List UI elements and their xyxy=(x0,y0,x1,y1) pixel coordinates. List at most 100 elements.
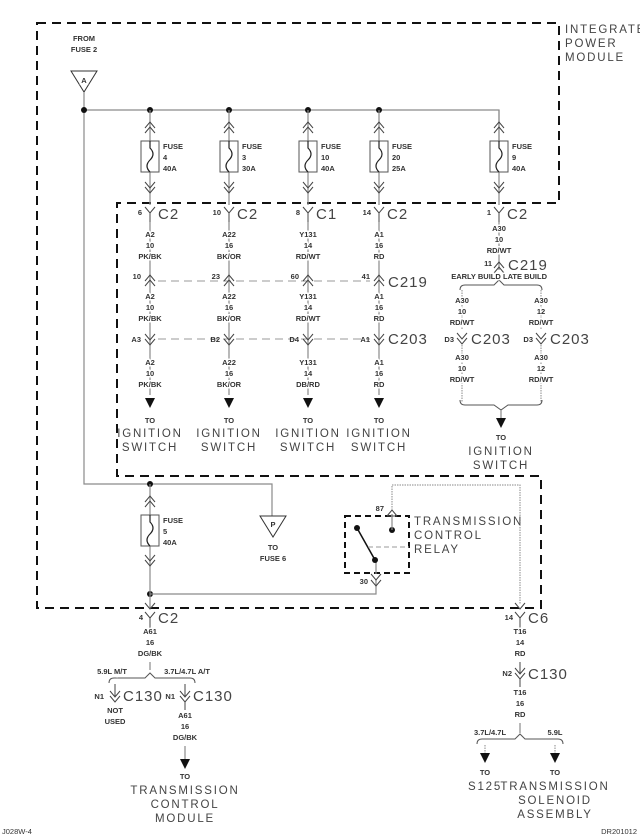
merge-brace xyxy=(459,399,543,411)
wire-color: DG/BK xyxy=(138,649,163,658)
wire-color: RD/WT xyxy=(450,318,475,327)
wire-gauge: 16 xyxy=(146,638,154,647)
dest-label: SOLENOID xyxy=(518,795,592,807)
fuse-pin-icon xyxy=(302,121,314,134)
dest-to: TO xyxy=(550,768,560,777)
dest-label: TRANSMISSION xyxy=(500,781,609,793)
wire-gauge: 16 xyxy=(375,241,383,250)
c219-label: C219 xyxy=(508,257,548,274)
relay-label-2: CONTROL xyxy=(414,530,483,542)
wire-code: A30 xyxy=(455,296,469,305)
connector-label: C2 xyxy=(237,206,258,223)
option-label: 5.9L M/T xyxy=(97,667,127,676)
wire-color: PK/BK xyxy=(138,252,162,261)
wire-gauge: 10 xyxy=(458,307,466,316)
wire-color: PK/BK xyxy=(138,314,162,323)
fuse6-label: FUSE 6 xyxy=(260,554,286,563)
c203-pin-icon xyxy=(373,333,385,346)
fuse-pin-icon xyxy=(493,181,505,194)
not-used-label: NOT xyxy=(107,706,123,715)
wire-code: A2 xyxy=(145,358,155,367)
wire-color: RD/WT xyxy=(529,318,554,327)
wire-code: A22 xyxy=(222,230,236,239)
c203-label: C203 xyxy=(388,331,428,348)
source-marker-label: A xyxy=(81,76,87,85)
c2-pin-icon xyxy=(144,206,156,222)
c130-pin-icon xyxy=(179,684,191,710)
wire-code: A1 xyxy=(374,230,384,239)
c130-label: C130 xyxy=(123,688,163,705)
fuse-element-icon xyxy=(495,141,503,173)
c130-pin: N2 xyxy=(502,669,512,678)
wire-code: A61 xyxy=(178,711,192,720)
fuse-number: 3 xyxy=(242,153,246,162)
arrow-down-icon xyxy=(145,398,155,408)
source-marker-triangle xyxy=(70,70,98,93)
wire-code: A1 xyxy=(374,292,384,301)
fuse-pin-icon xyxy=(373,121,385,134)
wire-code: A2 xyxy=(145,292,155,301)
wire-gauge: 16 xyxy=(225,369,233,378)
fuse-pin-icon xyxy=(373,181,385,194)
not-used-label: USED xyxy=(105,717,126,726)
c2-label: C2 xyxy=(158,610,179,627)
relay-pin87-wire xyxy=(391,484,521,604)
fuse-label: FUSE xyxy=(392,142,412,151)
dest-label: SWITCH xyxy=(473,460,529,472)
c203-pin: A1 xyxy=(360,335,370,344)
c2-pin-icon xyxy=(144,611,156,628)
dest-label: IGNITION xyxy=(346,428,412,440)
wire-color: DB/RD xyxy=(296,380,320,389)
dest-label: IGNITION xyxy=(275,428,341,440)
fuse-label: FUSE xyxy=(163,516,183,525)
relay-switch-icon xyxy=(356,527,376,561)
fuse-pin-icon xyxy=(493,121,505,134)
c203-label: C203 xyxy=(550,331,590,348)
fuse6-marker-label: P xyxy=(270,520,275,529)
fuse-element-icon xyxy=(146,141,154,173)
module-label-2: POWER xyxy=(565,38,617,50)
source-label-1: FROM xyxy=(73,34,95,43)
relay-box xyxy=(344,515,410,574)
c219-pin: 10 xyxy=(133,272,141,281)
wire-gauge: 10 xyxy=(146,241,154,250)
figure-code-left: J028W-4 xyxy=(2,827,32,836)
connector-pin: 10 xyxy=(213,208,221,217)
wire-color: RD xyxy=(374,314,385,323)
c203-pin: D3 xyxy=(523,335,533,344)
c130-label: C130 xyxy=(193,688,233,705)
wire-color: BK/OR xyxy=(217,252,242,261)
splice-dot xyxy=(81,107,87,113)
fuse-rating: 40A xyxy=(163,538,177,547)
c219-pin: 23 xyxy=(212,272,220,281)
fuse-pin-icon xyxy=(144,181,156,194)
fuse-pin-icon xyxy=(302,181,314,194)
c219-pin-icon xyxy=(223,274,235,287)
connector-label: C2 xyxy=(158,206,179,223)
wire-code: A30 xyxy=(534,296,548,305)
wire-gauge: 10 xyxy=(495,235,503,244)
wire-gauge: 16 xyxy=(516,699,524,708)
wire-gauge: 16 xyxy=(225,303,233,312)
dest-to: TO xyxy=(180,772,190,781)
c219-pin: 60 xyxy=(291,272,299,281)
connector-label: C2 xyxy=(507,206,528,223)
c2-pin: 4 xyxy=(139,613,144,622)
dest-to: TO xyxy=(145,416,155,425)
module-label-1: INTEGRATED xyxy=(565,24,640,36)
option-brace xyxy=(476,733,564,745)
connector-pin: 8 xyxy=(296,208,300,217)
arrow-down-icon xyxy=(496,418,506,428)
wire-gauge: 12 xyxy=(537,307,545,316)
fuse-number: 5 xyxy=(163,527,167,536)
c219-pin-icon xyxy=(144,274,156,287)
wire-color: BK/OR xyxy=(217,314,242,323)
c203-pin: D4 xyxy=(289,335,299,344)
wire-code: A1 xyxy=(374,358,384,367)
fuse-rating: 40A xyxy=(163,164,177,173)
c219-pin-icon xyxy=(373,274,385,287)
wire-color: RD xyxy=(515,649,526,658)
ignition-circuit: A2216BK/OR23A2216BK/ORB2A2216BK/ORTOIGNI… xyxy=(196,222,260,454)
